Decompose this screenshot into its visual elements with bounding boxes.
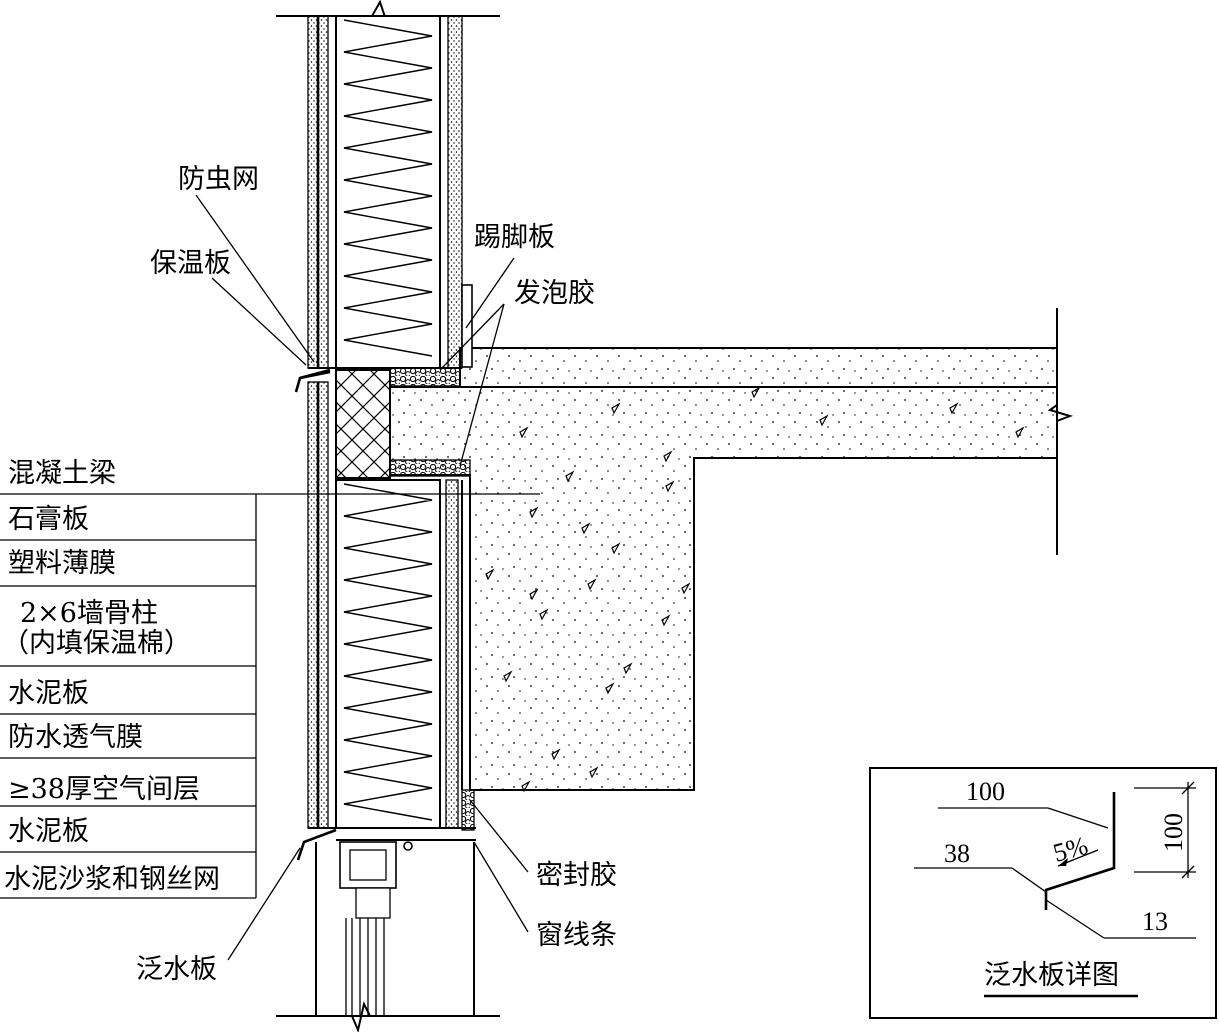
label-sealant: 密封胶 (536, 860, 617, 891)
upper-wall (276, 0, 500, 369)
layer-label-1: 石膏板 (8, 504, 89, 535)
detail-title: 泛水板详图 (984, 960, 1119, 991)
aggregate-mark (529, 506, 539, 519)
layer-label-3b: （内填保温棉） (2, 628, 191, 659)
aggregate-mark (565, 470, 575, 483)
aggregate-mark (681, 582, 691, 595)
layer-label-4: 水泥板 (8, 678, 89, 709)
layer-label-8: 水泥沙浆和钢丝网 (4, 864, 220, 895)
detail-dim-vertical: 100 (1159, 813, 1188, 852)
detail-dim-top: 100 (966, 777, 1005, 806)
aggregate-mark (819, 414, 829, 427)
layer-table (0, 494, 257, 899)
aggregate-mark (623, 662, 633, 675)
aggregate-mark (661, 614, 671, 627)
label-baseboard: 踢脚板 (474, 222, 555, 253)
label-concrete-beam: 混凝土梁 (8, 458, 116, 489)
floor-topping-slab (459, 347, 1058, 388)
label-foam-glue: 发泡胶 (514, 278, 595, 309)
rim-board (335, 367, 471, 479)
aggregate-mark (605, 682, 615, 695)
layer-label-6: ≥38厚空气间层 (8, 774, 200, 805)
aggregate-mark (521, 780, 531, 793)
detail-dim-bottom: 13 (1142, 907, 1168, 936)
aggregate-mark (611, 402, 621, 415)
layer-label-7: 水泥板 (8, 816, 89, 847)
aggregate-mark (551, 748, 561, 761)
aggregate-mark (949, 402, 959, 415)
aggregate-mark (587, 578, 597, 591)
label-insulation-board: 保温板 (150, 248, 231, 279)
layer-label-5: 防水透气膜 (8, 722, 143, 753)
label-window-trim: 窗线条 (536, 920, 617, 951)
flashing-detail-box (869, 767, 1217, 1019)
concrete-beam-body (389, 386, 1058, 793)
aggregate-mark (751, 386, 761, 399)
aggregate-mark (665, 480, 675, 493)
leader-lines (0, 194, 540, 961)
label-insect-screen: 防虫网 (178, 164, 259, 195)
aggregate-mark (485, 568, 495, 581)
aggregate-mark (503, 670, 513, 683)
aggregate-mark (1015, 426, 1025, 439)
flashing-lower (296, 828, 337, 861)
aggregate-mark (581, 522, 591, 535)
aggregate-mark (539, 608, 549, 621)
aggregate-mark (589, 766, 599, 779)
layer-label-3: 2×6墙骨柱 (20, 598, 158, 629)
window-frame (276, 841, 500, 1032)
aggregate-mark (663, 450, 673, 463)
break-line-slab (1047, 308, 1074, 555)
layer-label-2: 塑料薄膜 (8, 548, 116, 579)
detail-dim-left: 38 (944, 839, 970, 868)
aggregate-mark (529, 588, 539, 601)
flashing-upper (294, 368, 331, 393)
aggregate-mark (611, 542, 621, 555)
label-flashing: 泛水板 (136, 954, 217, 985)
aggregate-mark (519, 426, 529, 439)
